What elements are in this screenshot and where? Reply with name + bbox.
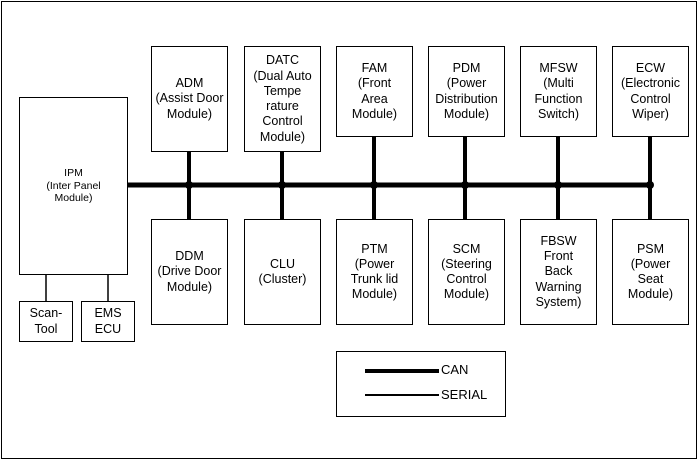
module-adm-label: ADM (Assist Door Module) bbox=[155, 76, 224, 121]
device-ems-ecu-label: EMS ECU bbox=[94, 306, 122, 336]
module-psm: PSM (Power Seat Module) bbox=[612, 219, 689, 325]
device-ems-ecu: EMS ECU bbox=[81, 301, 135, 342]
legend-can-line bbox=[365, 369, 439, 373]
module-mfsw-label: MFSW (Multi Function Switch) bbox=[534, 61, 583, 121]
module-ddm-label: DDM (Drive Door Module) bbox=[157, 249, 222, 294]
module-ptm-label: PTM (Power Trunk lid Module) bbox=[350, 241, 399, 302]
device-scan-tool-label: Scan- Tool bbox=[29, 306, 63, 336]
module-fbsw: FBSW Front Back Warning System) bbox=[520, 219, 597, 325]
legend-serial-line bbox=[365, 394, 439, 396]
junction-dot bbox=[278, 181, 286, 189]
module-ipm-label: IPM (Inter Panel Module) bbox=[46, 166, 101, 205]
module-mfsw: MFSW (Multi Function Switch) bbox=[520, 46, 597, 137]
device-scan-tool: Scan- Tool bbox=[19, 301, 73, 342]
legend-box: CAN SERIAL bbox=[336, 351, 506, 417]
junction-dot bbox=[370, 181, 378, 189]
module-scm: SCM (Steering Control Module) bbox=[428, 219, 505, 325]
module-fam: FAM (Front Area Module) bbox=[336, 46, 413, 137]
module-ddm: DDM (Drive Door Module) bbox=[151, 219, 228, 325]
module-ipm: IPM (Inter Panel Module) bbox=[19, 97, 128, 275]
module-ptm: PTM (Power Trunk lid Module) bbox=[336, 219, 413, 325]
module-datc: DATC (Dual Auto Tempe rature Control Mod… bbox=[244, 46, 321, 152]
legend-can-label: CAN bbox=[441, 362, 469, 377]
module-ecw-label: ECW (Electronic Control Wiper) bbox=[620, 61, 681, 121]
module-psm-label: PSM (Power Seat Module) bbox=[627, 241, 674, 302]
module-pdm: PDM (Power Distribution Module) bbox=[428, 46, 505, 137]
module-pdm-label: PDM (Power Distribution Module) bbox=[435, 61, 498, 121]
module-clu: CLU (Cluster) bbox=[244, 219, 321, 325]
junction-dot bbox=[554, 181, 562, 189]
module-fbsw-label: FBSW Front Back Warning System) bbox=[535, 233, 582, 309]
junction-dot bbox=[646, 181, 654, 189]
junction-dot bbox=[461, 181, 469, 189]
module-datc-label: DATC (Dual Auto Tempe rature Control Mod… bbox=[253, 53, 312, 144]
module-scm-label: SCM (Steering Control Module) bbox=[441, 241, 492, 302]
module-fam-label: FAM (Front Area Module) bbox=[351, 61, 398, 121]
module-adm: ADM (Assist Door Module) bbox=[151, 46, 228, 152]
legend-serial-label: SERIAL bbox=[441, 387, 488, 402]
junction-dot bbox=[185, 181, 193, 189]
module-ecw: ECW (Electronic Control Wiper) bbox=[612, 46, 689, 137]
module-clu-label: CLU (Cluster) bbox=[258, 256, 307, 286]
